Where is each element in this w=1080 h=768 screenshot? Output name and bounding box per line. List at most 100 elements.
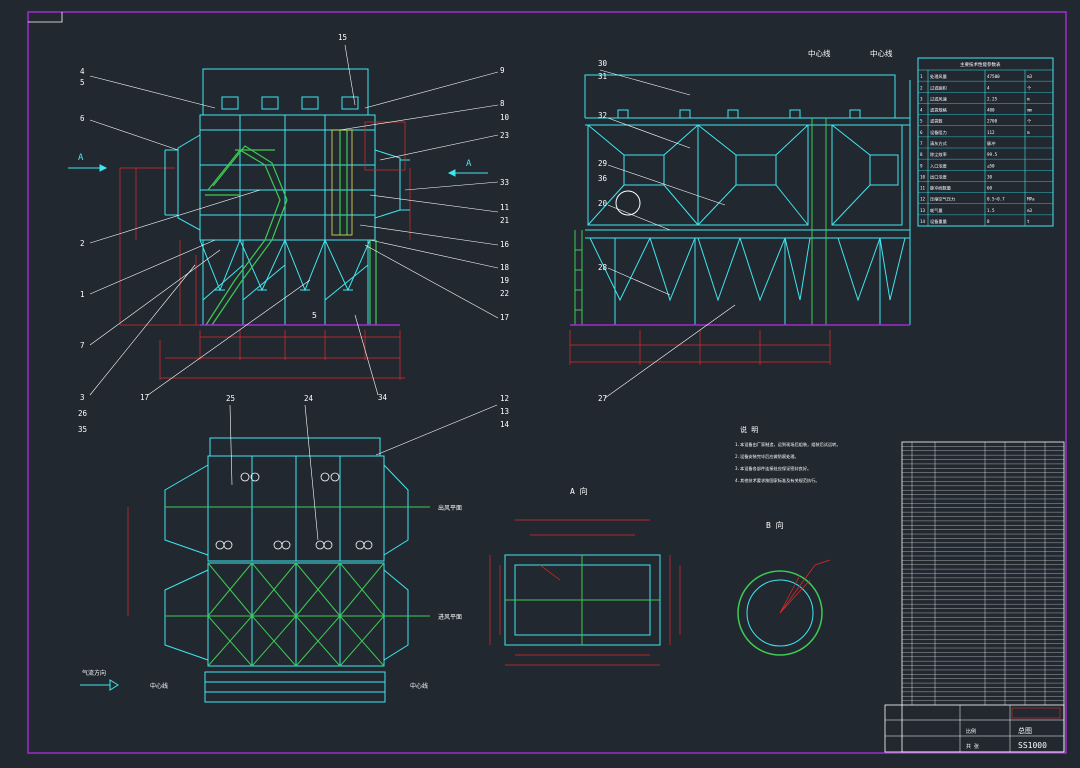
spec-cell: 8 <box>987 219 990 224</box>
callout-26: 26 <box>78 409 88 418</box>
arrow-a-left-label: A <box>78 153 84 163</box>
plan-view: 25 24 12 13 14 出风平面 进风平面 中心线 中心线 气流方向 <box>80 394 510 703</box>
spec-cell: 2 <box>920 85 923 90</box>
spec-cell: 47500 <box>987 74 1000 79</box>
callout-31: 31 <box>598 72 607 81</box>
spec-cell: 出口浓度 <box>930 173 948 180</box>
sheet-label: 共 张 <box>966 743 979 750</box>
spec-cell: 1 <box>920 74 923 79</box>
spec-cell: m3 <box>1027 208 1033 213</box>
bom-title-block: 总图 SS1000 比例 共 张 <box>884 441 1065 753</box>
note-line-2: 2.设备安装完毕后应做防腐处理。 <box>735 453 799 460</box>
callout-1: 1 <box>80 290 85 299</box>
spec-cell: 设备重量 <box>930 218 947 225</box>
callout-15: 15 <box>338 33 347 42</box>
spec-cell: 个 <box>1027 119 1032 124</box>
callout-2: 2 <box>80 239 85 248</box>
spec-cell: m <box>1027 130 1030 135</box>
detail-b-view: B 向 <box>737 520 831 656</box>
front-view: A A 5 4 5 6 2 1 7 <box>68 33 510 434</box>
spec-cell: 10 <box>920 174 926 179</box>
callout-24: 24 <box>304 394 314 403</box>
callout-20: 20 <box>598 199 608 208</box>
callout-14: 14 <box>500 420 510 429</box>
callout-25: 25 <box>226 394 235 403</box>
callout-30: 30 <box>598 59 608 68</box>
callout-4: 4 <box>80 67 85 76</box>
spec-cell: 112 <box>987 130 995 135</box>
callout-35: 35 <box>78 425 87 434</box>
spec-cell: 8 <box>920 152 923 157</box>
notes-title: 说 明 <box>740 425 758 434</box>
spec-cell: ≤50 <box>987 163 995 168</box>
spec-cell: 5 <box>920 119 923 124</box>
arrow-a-right-label: A <box>466 159 472 169</box>
spec-cell: 处理风量 <box>930 73 947 80</box>
detail-a-title: A 向 <box>570 486 588 496</box>
callout-8: 8 <box>500 99 505 108</box>
spec-cell: 入口浓度 <box>930 162 948 169</box>
spec-cell: 9 <box>920 163 923 168</box>
plan-center-label-1: 中心线 <box>150 682 168 690</box>
flow-direction-label: 气流方向 <box>82 669 106 677</box>
spec-cell: 13 <box>920 208 926 213</box>
scale-label: 比例 <box>966 728 976 735</box>
spec-table-title: 主要技术性能参数表 <box>960 61 1001 68</box>
callout-11: 11 <box>500 203 509 212</box>
callout-17b: 17 <box>140 393 149 402</box>
notes-block: 说 明 1.本设备由厂家制造，运到现场后组装，组装后试运转。 2.设备安装完毕后… <box>735 425 841 484</box>
spec-cell: 除尘效率 <box>930 151 947 158</box>
spec-cell: 400 <box>987 108 995 113</box>
spec-cell: 2700 <box>987 119 998 124</box>
note-line-3: 3.本设备各部件连接处应保证密封良好。 <box>735 465 811 472</box>
callout-36: 36 <box>598 174 608 183</box>
spec-cell: 滤袋规格 <box>930 107 948 114</box>
spec-cell: 60 <box>987 186 993 191</box>
callout-28: 28 <box>598 263 608 272</box>
spec-cell: t <box>1027 219 1030 224</box>
spec-cell: 压缩空气压力 <box>930 196 955 203</box>
spec-cell: mm <box>1027 108 1033 113</box>
spec-cell: 2.25 <box>987 96 998 101</box>
detail-b-title: B 向 <box>766 520 784 530</box>
callout-13: 13 <box>500 407 509 416</box>
detail-a-view: A 向 <box>489 486 681 666</box>
callout-7: 7 <box>80 341 85 350</box>
side-view: 30 31 32 29 36 20 28 27 中心线 中心线 <box>569 48 911 403</box>
spec-cell: 脉冲 <box>987 140 995 147</box>
spec-cell: 12 <box>920 197 926 202</box>
callout-34: 34 <box>378 393 388 402</box>
spec-cell: 个 <box>1027 85 1032 90</box>
spec-cell: 3 <box>920 96 923 101</box>
callout-17r: 17 <box>500 313 509 322</box>
callout-27: 27 <box>598 394 607 403</box>
callout-22: 22 <box>500 289 509 298</box>
note-line-4: 4.其他技术要求按国家标准及有关规范执行。 <box>735 477 820 484</box>
spec-cell: 14 <box>920 219 926 224</box>
sheet-border <box>27 11 1067 754</box>
spec-cell: 4 <box>920 108 923 113</box>
spec-cell: 11 <box>920 186 926 191</box>
spec-cell: 30 <box>987 174 993 179</box>
spec-cell: 4 <box>987 85 990 90</box>
drawing-name: 总图 <box>1018 726 1032 735</box>
center-line-label-2: 中心线 <box>870 48 893 58</box>
callout-21: 21 <box>500 216 509 225</box>
spec-cell: m <box>1027 96 1030 101</box>
callout-32: 32 <box>598 111 607 120</box>
spec-cell: 7 <box>920 141 923 146</box>
callout-10: 10 <box>500 113 510 122</box>
front-dimensions <box>119 167 411 380</box>
spec-cell: 清灰方式 <box>930 140 948 147</box>
plan-center-label-2: 中心线 <box>410 682 428 690</box>
spec-cell: 设备阻力 <box>930 129 947 136</box>
corner-mark <box>28 12 63 23</box>
callout-5: 5 <box>80 78 85 87</box>
callout-33: 33 <box>500 178 509 187</box>
spec-cell: 脉冲阀数量 <box>930 185 951 192</box>
callout-9: 9 <box>500 66 505 75</box>
callout-23: 23 <box>500 131 509 140</box>
callout-18: 18 <box>500 263 510 272</box>
spec-cell: 1.5 <box>987 208 995 213</box>
center-line-label-1: 中心线 <box>808 48 831 58</box>
